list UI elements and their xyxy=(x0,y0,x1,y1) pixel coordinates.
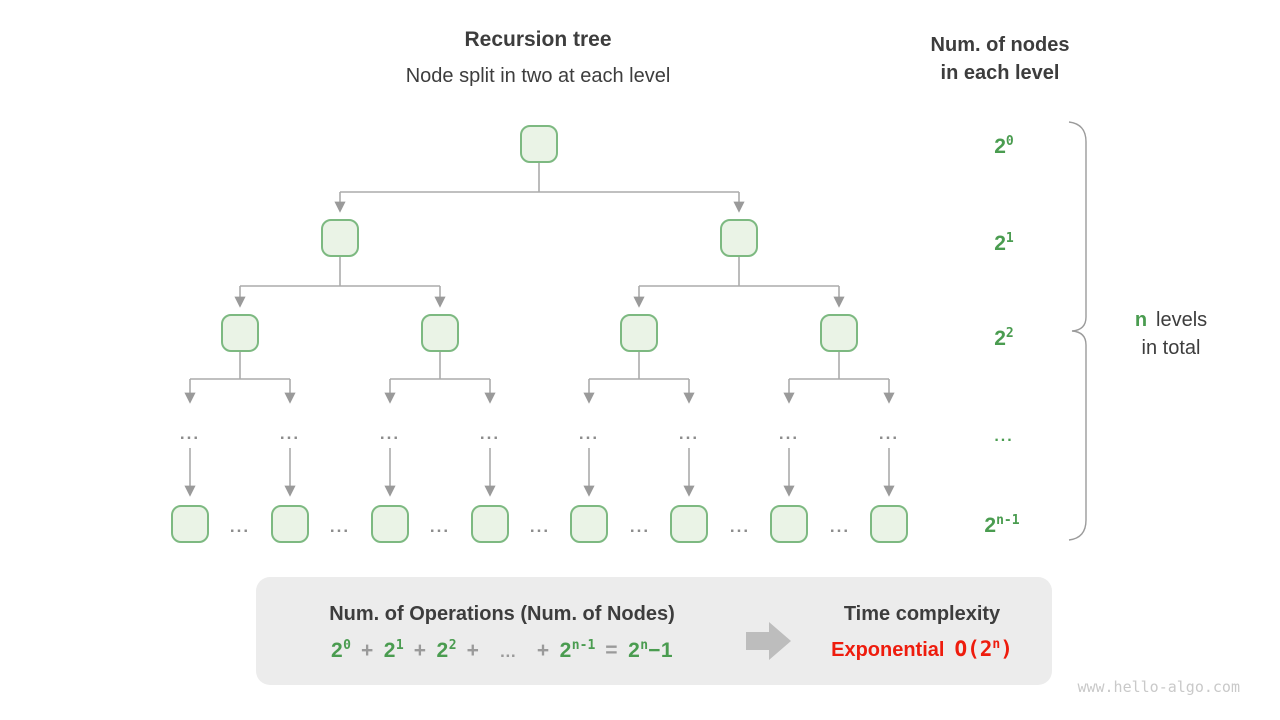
tree-node-root xyxy=(520,125,558,163)
watermark: www.hello-algo.com xyxy=(1077,678,1240,696)
tree-node xyxy=(271,505,309,543)
tree-node xyxy=(471,505,509,543)
tree-node xyxy=(670,505,708,543)
level-count-2^0: 20 xyxy=(994,134,1014,158)
level-count-2^n-1: 2n-1 xyxy=(984,513,1020,537)
tree-node xyxy=(371,505,409,543)
n-highlight: n xyxy=(1134,309,1148,331)
tree-ellipsis: ... xyxy=(678,424,700,443)
big-o-notation: O(2n) xyxy=(954,637,1013,661)
tree-ellipsis: ... xyxy=(878,424,900,443)
complexity-label: Exponential xyxy=(831,639,945,661)
tree-ellipsis: ... xyxy=(729,517,751,536)
formula-term: 2n-1 xyxy=(559,638,596,662)
formula-term: 20 xyxy=(330,638,351,662)
level-count-2^1: 21 xyxy=(994,231,1014,255)
tree-node xyxy=(570,505,608,543)
formula-result: 2n−1 xyxy=(628,638,674,662)
levels-brace xyxy=(1068,121,1087,541)
tree-node xyxy=(770,505,808,543)
operations-title: Num. of Operations (Num. of Nodes) xyxy=(329,603,675,625)
diagram-title: Recursion tree xyxy=(464,28,612,51)
time-complexity-title: Time complexity xyxy=(843,603,1001,625)
tree-ellipsis: ... xyxy=(629,517,651,536)
tree-ellipsis: ... xyxy=(578,424,600,443)
nodes-per-level-header: Num. of nodes in each level xyxy=(931,31,1070,87)
tree-node xyxy=(321,219,359,257)
formula-term: 21 xyxy=(383,638,404,662)
tree-node xyxy=(421,314,459,352)
level-count-2^2: 22 xyxy=(994,326,1014,350)
formula-ellipsis: … xyxy=(499,642,517,661)
complexity-summary-box xyxy=(256,577,1052,685)
tree-node xyxy=(171,505,209,543)
tree-ellipsis: ... xyxy=(379,424,401,443)
tree-node xyxy=(820,314,858,352)
tree-node xyxy=(221,314,259,352)
diagram-subtitle: Node split in two at each level xyxy=(405,65,671,87)
level-count-ellipsis: ... xyxy=(994,428,1014,445)
tree-ellipsis: ... xyxy=(179,424,201,443)
tree-ellipsis: ... xyxy=(229,517,251,536)
tree-node xyxy=(720,219,758,257)
tree-ellipsis: ... xyxy=(479,424,501,443)
nodes-per-level-header-line2: in each level xyxy=(940,62,1060,84)
tree-ellipsis: ... xyxy=(429,517,451,536)
complexity-result: Exponential O(2n) xyxy=(831,637,1013,662)
tree-ellipsis: ... xyxy=(829,517,851,536)
operations-formula: 20+21+22+…+2n-1=2n−1 xyxy=(330,638,674,662)
formula-term: 22 xyxy=(436,638,457,662)
tree-ellipsis: ... xyxy=(529,517,551,536)
tree-ellipsis: ... xyxy=(279,424,301,443)
nodes-per-level-header-line1: Num. of nodes xyxy=(930,34,1070,56)
tree-ellipsis: ... xyxy=(329,517,351,536)
tree-ellipsis: ... xyxy=(778,424,800,443)
tree-node xyxy=(870,505,908,543)
tree-node xyxy=(620,314,658,352)
